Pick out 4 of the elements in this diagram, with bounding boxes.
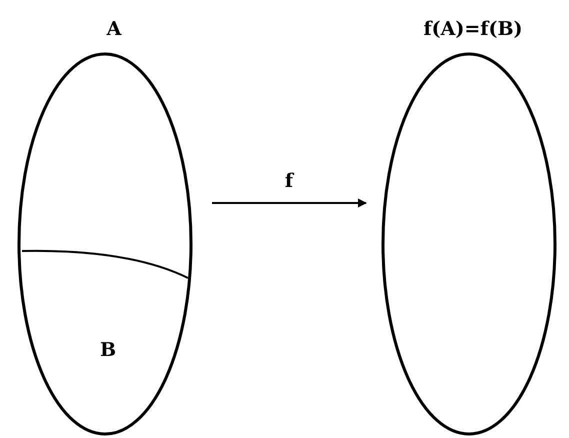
subset-label: B	[100, 339, 116, 361]
set-label: A	[106, 18, 122, 40]
set-label: f(A)=f(B)	[423, 18, 523, 40]
arrow	[212, 198, 367, 208]
